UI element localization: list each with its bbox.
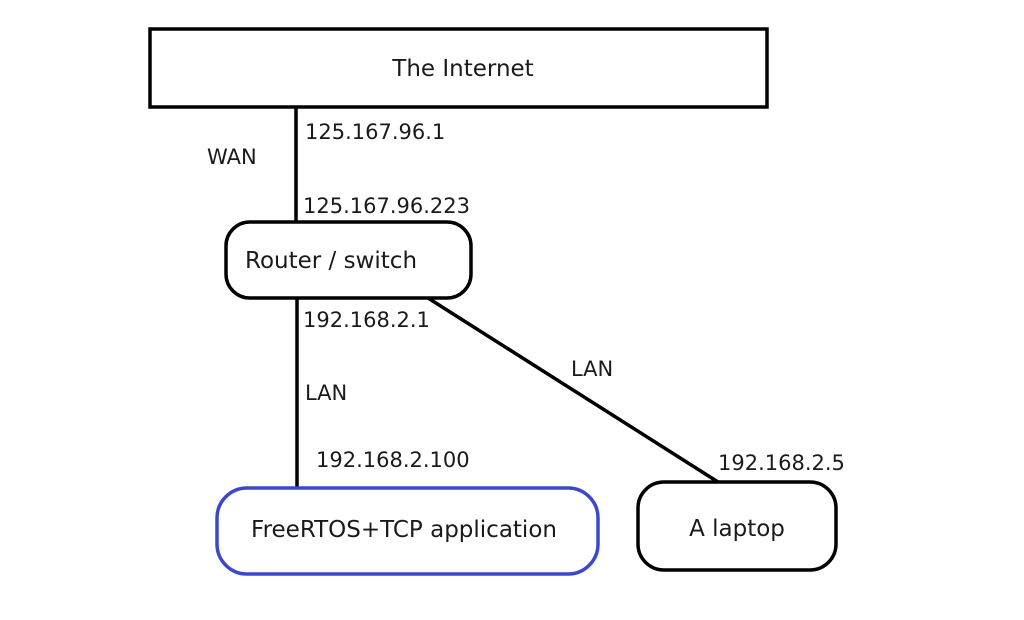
internet-box: [148, 27, 769, 109]
lan-laptop-link-label: LAN: [571, 357, 613, 381]
router-box: [224, 220, 473, 300]
wan-upper-address: 125.167.96.1: [305, 120, 445, 144]
freertos-app-node: FreeRTOS+TCP application: [215, 486, 600, 576]
lan-app-device-address: 192.168.2.100: [316, 448, 470, 472]
lan-laptop-device-address: 192.168.2.5: [718, 451, 845, 475]
router-label: Router / switch: [245, 248, 417, 274]
lan-laptop-link-line: [427, 296, 719, 484]
freertos-app-box: [215, 486, 600, 576]
laptop-label: A laptop: [689, 516, 785, 542]
laptop-box: [636, 480, 838, 572]
internet-label: The Internet: [391, 56, 533, 82]
wan-lower-address: 125.167.96.223: [303, 194, 470, 218]
wan-link-label: WAN: [207, 145, 257, 169]
freertos-app-label: FreeRTOS+TCP application: [251, 517, 557, 543]
laptop-node: A laptop: [636, 480, 838, 572]
router-node: Router / switch: [224, 220, 473, 300]
lan-router-address: 192.168.2.1: [303, 308, 430, 332]
lan-app-link-label: LAN: [305, 381, 347, 405]
internet-node: The Internet: [148, 27, 769, 109]
